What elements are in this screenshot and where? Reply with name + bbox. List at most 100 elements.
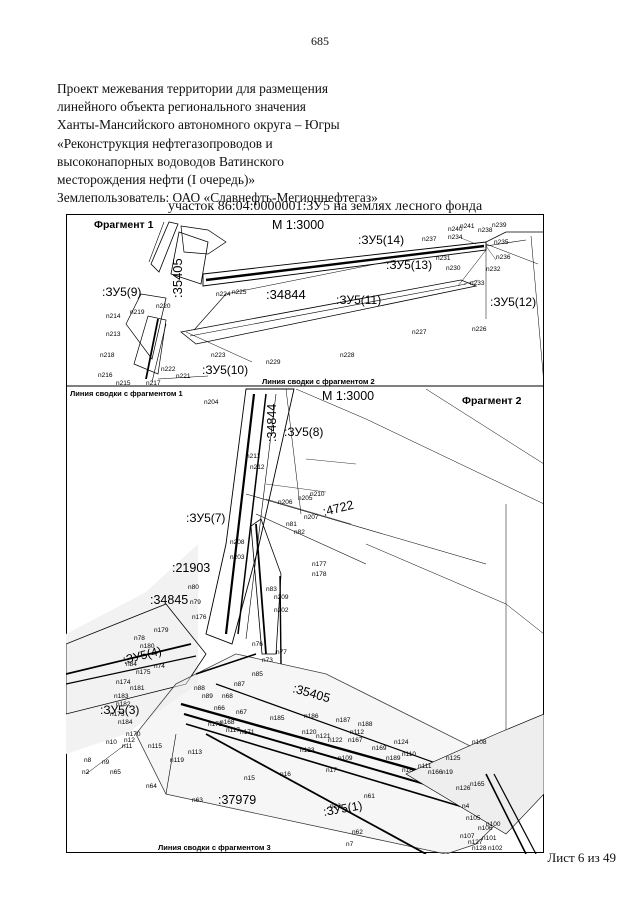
point-label: n123	[300, 747, 315, 754]
boundary	[485, 243, 539, 265]
point-label: n168	[220, 719, 235, 726]
boundary	[157, 375, 209, 380]
title-line: месторождения нефти (I очередь)»	[57, 172, 256, 188]
point-label: n207	[304, 514, 319, 521]
boundary	[365, 418, 544, 505]
point-label: n115	[148, 743, 162, 750]
point-label: n127	[468, 839, 483, 846]
fragment-2	[66, 388, 544, 854]
point-label: n237	[422, 236, 437, 243]
point-label: n235	[494, 239, 509, 246]
point-label: n214	[106, 313, 121, 320]
quarter-label: :35405	[170, 258, 185, 298]
point-label: n121	[316, 733, 331, 740]
point-label: n184	[118, 719, 133, 726]
point-label: n110	[402, 751, 416, 758]
point-label: n226	[472, 326, 487, 333]
boundary	[85, 743, 127, 775]
map-frame	[66, 214, 544, 853]
leader	[460, 237, 477, 245]
document-title: Проект межевания территории для размещен…	[57, 80, 497, 207]
point-label: n88	[194, 685, 205, 692]
point-label: n20	[330, 803, 341, 810]
point-label: n85	[252, 671, 263, 678]
title-line: Землепользователь: ОАО «Славнефть-Мегион…	[57, 190, 378, 206]
point-label: n181	[130, 685, 145, 692]
point-label: n215	[116, 380, 131, 387]
quarter-label: :34844	[266, 287, 306, 302]
point-label: n183	[114, 693, 129, 700]
point-label: n80	[188, 584, 199, 591]
point-label: n230	[446, 265, 461, 272]
point-label: n222	[161, 366, 176, 373]
pipeline	[215, 683, 467, 775]
point-label: n68	[222, 693, 233, 700]
leader	[265, 483, 327, 493]
boundary	[485, 239, 527, 247]
point-label: n185	[270, 715, 285, 722]
point-label: n172	[208, 721, 223, 728]
point-label: n63	[192, 797, 203, 804]
point-label: n227	[412, 329, 427, 336]
point-label: n65	[110, 769, 121, 776]
fragment-2-points: n204n211n212n210n205n206n207n81n82n208n2…	[82, 399, 503, 852]
point-label: n124	[394, 739, 409, 746]
point-label: n74	[154, 663, 165, 670]
point-label: n179	[154, 627, 169, 634]
join-line-label: Линия сводки с фрагментом 2	[262, 377, 375, 386]
pipeline	[224, 393, 256, 635]
corridor	[205, 388, 295, 645]
point-label: n101	[482, 835, 497, 842]
point-label: n89	[202, 693, 213, 700]
point-label: n73	[262, 657, 273, 664]
point-label: n106	[478, 825, 493, 832]
point-label: n107	[460, 833, 475, 840]
point-label: n15	[244, 775, 255, 782]
point-label: n77	[276, 649, 287, 656]
pipeline	[237, 393, 267, 635]
point-label: n240	[448, 226, 463, 233]
pipeline	[255, 523, 267, 655]
scale-label: М 1:3000	[272, 218, 324, 232]
zone-label: :ЗУ5(13)	[386, 258, 432, 272]
fragment-1-labels: Фрагмент 1 М 1:3000 Линия сводки с фрагм…	[94, 218, 536, 387]
leader	[265, 498, 352, 525]
boundary	[193, 293, 227, 331]
point-label: n166	[428, 769, 443, 776]
point-label: n119	[170, 757, 184, 764]
boundary	[225, 259, 397, 295]
pipeline	[185, 723, 487, 815]
sheet-number: Лист 6 из 49	[547, 850, 616, 865]
point-label: n128	[472, 845, 487, 852]
point-label: n83	[266, 586, 277, 593]
zone-label: :ЗУ5(9)	[102, 285, 141, 299]
point-label: n220	[156, 303, 171, 310]
point-label: n122	[328, 737, 343, 744]
zone-label: :ЗУ5(10)	[202, 363, 248, 377]
point-label: n205	[298, 495, 313, 502]
pipeline	[493, 773, 537, 854]
point-label: n225	[232, 289, 247, 296]
parcel	[133, 315, 167, 375]
point-label: n171	[240, 729, 255, 736]
point-label: n18	[402, 767, 413, 774]
point-label: n82	[294, 529, 305, 536]
quarter-label: :34844	[265, 404, 279, 442]
fragment-2-labels: Фрагмент 2 М 1:3000 Линия сводки с фрагм…	[70, 389, 522, 852]
point-label: n111	[418, 763, 432, 770]
boundary	[150, 221, 179, 273]
point-label: n169	[372, 745, 387, 752]
point-label: n87	[234, 681, 245, 688]
leader	[485, 245, 497, 261]
point-label: n174	[116, 679, 131, 686]
scale-label: М 1:3000	[322, 389, 374, 403]
quarter-label: :21903	[172, 561, 210, 575]
point-label: n212	[250, 464, 265, 471]
point-label: n78	[134, 635, 145, 642]
fragment-title: Фрагмент 1	[94, 219, 154, 231]
parcel-id: участок 86:04:0000001:ЗУ5 на землях лесн…	[168, 199, 483, 214]
boundary	[151, 323, 167, 383]
point-label: n206	[278, 499, 293, 506]
point-label: n221	[176, 373, 191, 380]
point-label: n175	[136, 669, 151, 676]
